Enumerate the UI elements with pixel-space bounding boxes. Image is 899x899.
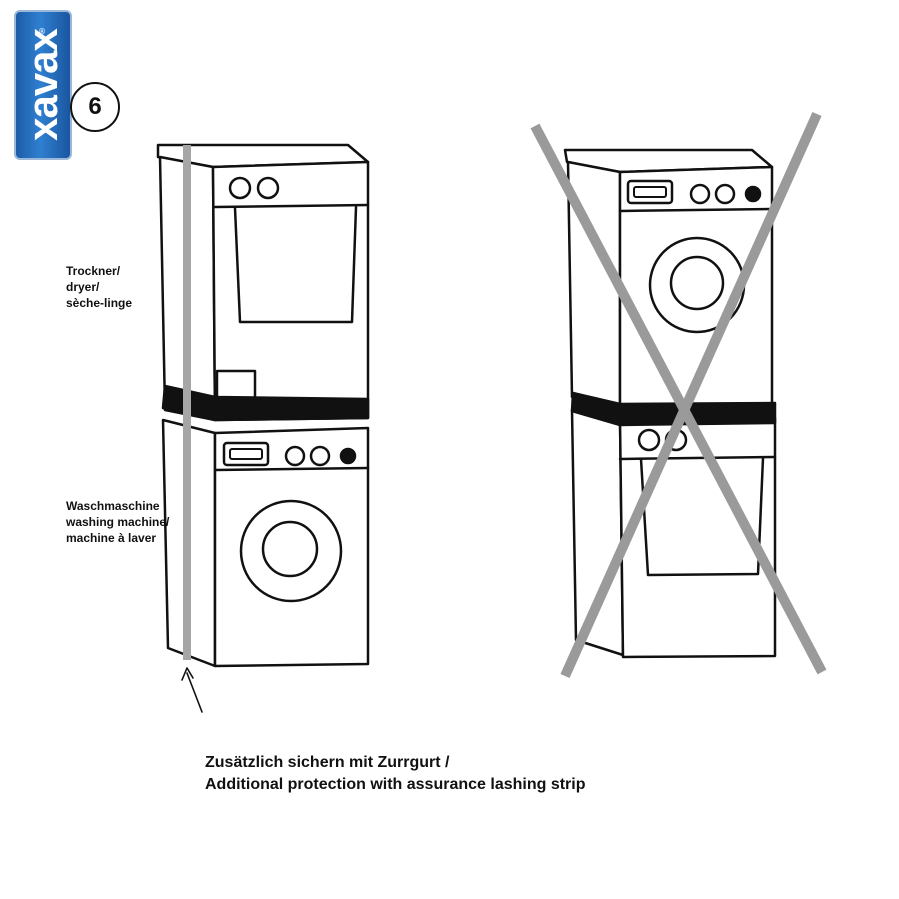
- incorrect-stack-illustration: [530, 111, 827, 679]
- washer-display: [222, 441, 270, 467]
- instruction-caption: Zusätzlich sichern mit Zurrgurt / Additi…: [205, 752, 586, 796]
- dryer-door: [233, 205, 358, 324]
- top-washer-display: [626, 179, 674, 205]
- stacking-strap: [161, 384, 370, 422]
- incorrect-stacking-strap: [570, 391, 777, 427]
- dryer-front: [211, 160, 370, 422]
- bottom-dryer-side: [570, 408, 625, 657]
- step-number-badge: 6: [70, 82, 120, 132]
- dryer-knob-1: [228, 176, 252, 200]
- washer-illustration: [161, 418, 370, 668]
- lashing-arrow-head: [181, 667, 194, 681]
- washer-front: [213, 426, 370, 668]
- dryer-label: Trockner/ dryer/ sèche-linge: [66, 264, 133, 310]
- washer-label: Waschmaschine washing machine/ machine à…: [66, 499, 170, 545]
- washer-door-inner: [261, 520, 319, 578]
- washer-door-outer: [239, 499, 343, 603]
- dryer-knob-2: [256, 176, 280, 200]
- bottom-dryer-door: [639, 456, 765, 577]
- lashing-arrow-line: [186, 672, 203, 713]
- washer-panel-line: [213, 466, 370, 472]
- cross-out-mark: [530, 111, 827, 679]
- caption-line-german: Zusätzlich sichern mit Zurrgurt /: [205, 754, 450, 771]
- registered-mark: ®: [38, 27, 46, 36]
- washer-knob-1: [284, 445, 306, 467]
- caption-line-english: Additional protection with assurance las…: [205, 776, 586, 793]
- washer-button: [339, 447, 357, 465]
- top-washer-door-inner: [669, 255, 725, 311]
- correct-stack-illustration: [156, 143, 370, 713]
- dryer-panel-line: [213, 203, 370, 209]
- top-washer-illustration: [563, 148, 774, 412]
- xavax-logo: ® xavax: [14, 10, 72, 160]
- washer-knob-2: [309, 445, 331, 467]
